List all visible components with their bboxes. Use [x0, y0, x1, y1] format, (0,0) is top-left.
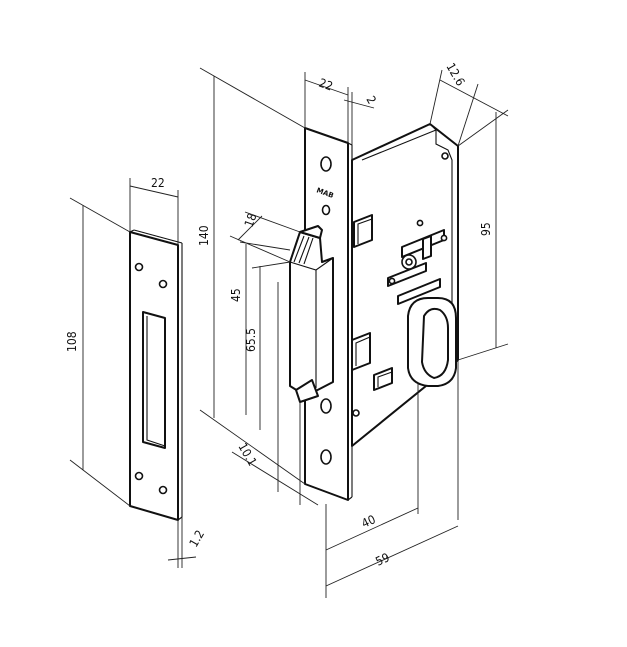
dim-bolt-offset: 45 — [229, 288, 243, 302]
case-dimensions: 12.6 95 40 59 — [325, 61, 509, 598]
dim-case-depth: 12.6 — [443, 61, 467, 89]
dim-strike-width: 22 — [151, 176, 165, 190]
strike-screw-hole-top-left — [134, 262, 144, 272]
dim-bolt-to-cylinder: 65.5 — [244, 328, 258, 352]
strike-opening — [142, 311, 166, 449]
faceplate-screw-hole-1 — [320, 156, 332, 172]
dim-faceplate-height: 140 — [197, 225, 211, 246]
faceplate-screw-hole-2 — [321, 204, 331, 216]
case-rivet-top — [441, 152, 449, 160]
dim-faceplate-thickness: 2 — [363, 94, 379, 107]
faceplate-screw-hole-3 — [320, 398, 332, 414]
strike-plate — [129, 229, 183, 521]
cylinder-housing — [407, 297, 457, 387]
dim-bolt-depth: 10.1 — [235, 441, 259, 469]
follower-mechanism — [387, 219, 448, 305]
dim-faceplate-width: 22 — [317, 76, 335, 94]
latch-bolt — [289, 225, 334, 403]
dim-case-height: 95 — [479, 222, 493, 236]
strike-dimensions: 22 108 1.2 — [65, 176, 207, 568]
lock-case — [351, 123, 459, 447]
strike-screw-hole-bottom-left — [134, 471, 144, 481]
case-rivet-bottom — [352, 409, 360, 417]
faceplate-screw-hole-4 — [320, 449, 332, 465]
strike-screw-hole-bottom-right — [158, 485, 168, 495]
dim-case-length: 59 — [373, 550, 391, 569]
dim-strike-height: 108 — [65, 331, 79, 352]
dim-backset: 40 — [359, 512, 377, 531]
strike-screw-hole-top-right — [158, 279, 168, 289]
dim-bolt-width: 18 — [242, 211, 260, 229]
dim-strike-thickness: 1.2 — [186, 528, 207, 550]
